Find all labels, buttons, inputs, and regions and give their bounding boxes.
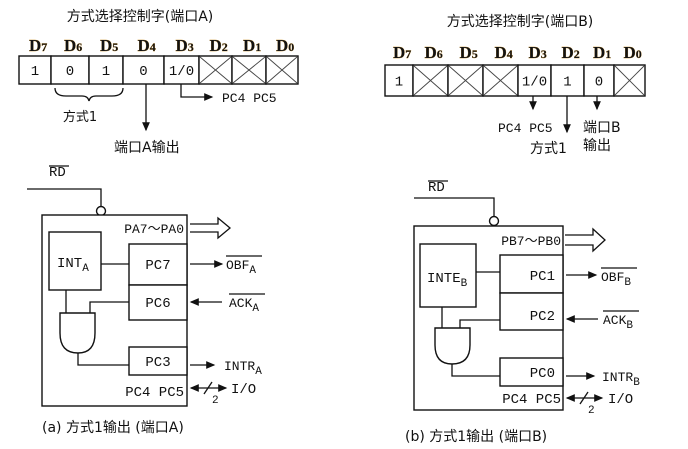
d3-label-b: PC4 PC5: [498, 121, 553, 136]
d3-arrow: [180, 84, 214, 101]
pc6-to-gate-wire: [89, 301, 129, 313]
bus-arrow: [190, 216, 232, 240]
a-bit-value-d6: 0: [66, 64, 74, 80]
ack-label: ACKA: [229, 296, 259, 315]
io-label-b: I/O: [608, 392, 633, 408]
pc3-block: [128, 346, 188, 376]
pc0-block: [499, 357, 564, 387]
b-bit-cell-d1: [583, 64, 615, 97]
and-gate-b: [434, 327, 471, 365]
b-bit-value-d1: 0: [595, 75, 603, 91]
b-bit-value-d7: 1: [395, 75, 403, 91]
a-bit-header-d0: D0: [276, 36, 294, 55]
io-bus-slash: [203, 381, 213, 395]
panel-b-control-word: D7 1 D6 D5 D4 D3 1/0 D2 1 D1 0 D0: [384, 43, 646, 97]
inte-b-label: INTEB: [427, 271, 468, 290]
a-bit-value-d3: 1/0: [169, 64, 194, 80]
b-bit-cell-d7: [384, 64, 414, 97]
a-bit-cell-d6: [50, 55, 90, 85]
a-bit-cell-d7: [18, 55, 52, 85]
bus-label: PA7～PA0: [124, 222, 184, 237]
obf-label-b: OBFB: [601, 270, 631, 289]
rd-line-b: [414, 197, 495, 217]
pc1-label: PC1: [530, 269, 555, 285]
panel-a-title: 方式选择控制字(端口A): [67, 9, 214, 25]
panel-a: 方式选择控制字(端口A) D7 1 D6 0 D5 1 D4 0 D3 1/0 D2 D1 D0 方式1…: [18, 9, 299, 436]
pc2-label: PC2: [530, 309, 555, 325]
gate-to-pc0-wire: [451, 364, 500, 377]
io-bus-width: 2: [212, 395, 219, 407]
io-label: I/O: [231, 382, 256, 398]
pc2-to-gate-wire: [459, 319, 500, 328]
b-bit-header-d4: D4: [495, 43, 513, 62]
pc6-label: PC6: [145, 296, 170, 312]
a-bit-header-d5: D5: [100, 36, 118, 55]
a-bit-header-d7: D7: [29, 36, 47, 55]
panel-a-control-word: D7 1 D6 0 D5 1 D4 0 D3 1/0 D2 D1 D0: [18, 36, 299, 85]
panel-b-caption: (b) 方式1输出 (端口B): [405, 429, 547, 445]
b-bit-header-d2: D2: [562, 43, 580, 62]
b-bit-header-d0: D0: [624, 43, 642, 62]
d4-label: 端口A输出: [114, 140, 180, 156]
pc0-label: PC0: [530, 366, 555, 382]
d1-label-b-2: 输出: [583, 138, 611, 154]
io-bus-width-b: 2: [588, 405, 595, 417]
panel-a-caption: (a) 方式1输出 (端口A): [42, 420, 184, 436]
b-bit-header-d1: D1: [593, 43, 611, 62]
rd-inversion-bubble: [95, 205, 107, 217]
intr-label-b: INTRB: [602, 370, 640, 389]
a-bit-header-d3: D3: [176, 36, 194, 55]
mode-brace: [54, 87, 124, 102]
a-bit-value-d5: 1: [102, 64, 110, 80]
rd-inversion-bubble-b: [488, 215, 500, 227]
inte-a-label: INTA: [57, 256, 89, 275]
panel-b-title: 方式选择控制字(端口B): [447, 14, 594, 30]
brace-label: 方式1: [63, 109, 97, 125]
a-bit-value-d7: 1: [31, 64, 39, 80]
a-bit-header-d6: D6: [64, 36, 82, 55]
rd-label-b: RD: [428, 180, 445, 196]
panel-b: 方式选择控制字(端口B) D7 1 D6 D5 D4 D3 1/0 D2 1 D1 0 D0 PC4 …: [384, 14, 646, 445]
pc45-label: PC4 PC5: [125, 385, 184, 401]
b-bit-header-d3: D3: [529, 43, 547, 62]
a-bit-header-d2: D2: [210, 36, 228, 55]
d2-label-b: 方式1: [530, 141, 567, 157]
b-bit-value-d3: 1/0: [522, 75, 547, 91]
pc3-label: PC3: [145, 355, 170, 371]
a-bit-header-d1: D1: [243, 36, 261, 55]
bus-arrow-b: [565, 227, 606, 253]
pc6-block: [128, 284, 188, 321]
a-bit-cell-d5: [88, 55, 124, 85]
b-bit-header-d5: D5: [460, 43, 478, 62]
and-gate: [59, 312, 96, 354]
a-bit-header-d4: D4: [138, 36, 156, 55]
b-bit-header-d7: D7: [393, 43, 411, 62]
io-bus-slash-b: [579, 391, 589, 405]
gate-to-pc3-wire: [77, 353, 129, 366]
a-bit-value-d4: 0: [139, 64, 147, 80]
inte-b-block: [419, 243, 477, 308]
b-bit-value-d2: 1: [563, 75, 571, 91]
pc1-block: [499, 254, 564, 294]
intr-label: INTRA: [224, 359, 262, 378]
obf-label: OBFA: [226, 258, 256, 277]
ack-label-b: ACKB: [603, 313, 633, 332]
rd-line: [27, 188, 102, 207]
pc2-block: [499, 292, 564, 331]
d1-label-b-1: 端口B: [583, 120, 621, 136]
pc45-label-b: PC4 PC5: [502, 392, 561, 408]
inte-a-block: [48, 231, 102, 291]
b-bit-header-d6: D6: [425, 43, 443, 62]
bus-label-b: PB7～PB0: [501, 234, 561, 249]
pc7-label: PC7: [145, 258, 170, 274]
d3-label: PC4 PC5: [222, 91, 277, 106]
rd-label: RD: [49, 165, 66, 181]
